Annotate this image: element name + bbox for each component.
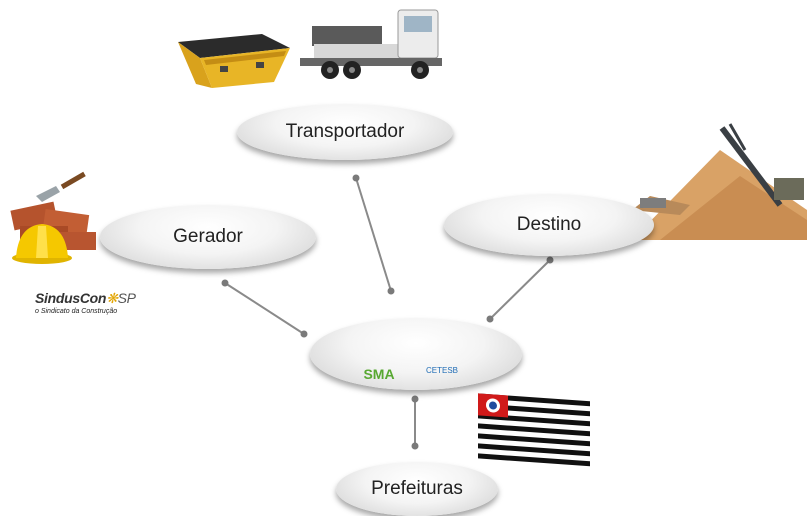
- sinduscon-logo: SindusCon❋SP o Sindicato da Construção: [35, 290, 185, 324]
- connector-transportador: [355, 177, 392, 292]
- sinduscon-sp: SP: [117, 290, 136, 306]
- cetesb-logo-text: CETESB: [425, 366, 458, 375]
- connector-destino: [489, 259, 551, 320]
- truck-icon: [300, 9, 442, 79]
- connector-dot: [387, 287, 395, 295]
- connector-dot: [352, 174, 360, 182]
- node-center-agencies: [310, 318, 522, 390]
- connector-dot: [411, 442, 419, 450]
- node-transportador: Transportador: [237, 104, 453, 160]
- sinduscon-brand: SindusCon❋SP: [35, 290, 185, 307]
- sinduscon-tagline: o Sindicato da Construção: [35, 308, 118, 315]
- cetesb-logo: CETESB: [414, 328, 470, 384]
- node-label: Destino: [516, 214, 582, 235]
- connector-gerador: [224, 282, 305, 335]
- node-prefeituras: Prefeituras: [336, 462, 498, 516]
- connector-dot: [221, 279, 229, 287]
- node-label: Transportador: [285, 121, 405, 142]
- node-label: Gerador: [173, 226, 243, 247]
- connector-dot: [546, 256, 554, 264]
- bricks-helmet-icon: [10, 171, 96, 264]
- sma-logo-text: SMA: [363, 366, 395, 382]
- connector-dot: [300, 330, 308, 338]
- node-gerador: Gerador: [100, 205, 316, 269]
- connector-dot: [411, 395, 419, 403]
- dumpster-icon: [178, 34, 290, 88]
- sao-paulo-flag-icon: [478, 393, 590, 468]
- node-destino: Destino: [444, 194, 654, 256]
- sinduscon-brand-name: SindusCon: [35, 290, 107, 306]
- node-label: Prefeituras: [371, 478, 463, 499]
- sinduscon-mark-icon: ❋: [106, 290, 118, 306]
- aggregate-pile-icon: [632, 123, 807, 240]
- sma-logo: SMA: [356, 330, 402, 382]
- connector-dot: [486, 315, 494, 323]
